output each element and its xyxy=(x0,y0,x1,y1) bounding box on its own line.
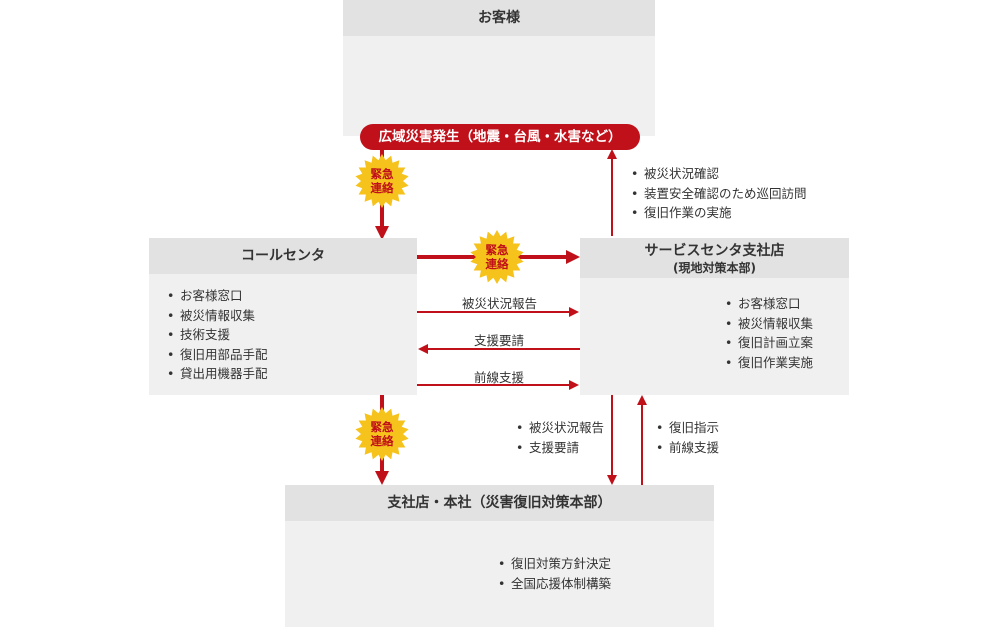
emergency-badge-bottom-text: 緊急 連絡 xyxy=(359,420,405,448)
service-center-task-item: 被災情報収集 xyxy=(725,314,813,334)
headquarters-task-item: 復旧対策方針決定 xyxy=(498,554,611,574)
call-center-task-item: 復旧用部品手配 xyxy=(167,345,268,365)
headquarters-task-item: 全国応援体制構築 xyxy=(498,574,611,594)
flow-label-item: 装置安全確認のため巡回訪問 xyxy=(631,184,807,204)
flow-label-frontline-support: 前線支援 xyxy=(474,370,525,385)
service-center-task-item: 復旧計画立案 xyxy=(725,333,813,353)
badge-line-2: 連絡 xyxy=(370,181,394,195)
call-center-task-item: お客様窓口 xyxy=(167,286,268,306)
emergency-badge-top-icon xyxy=(355,154,409,208)
disaster-banner: 広域災害発生（地震・台風・水害など） xyxy=(360,124,640,150)
call-center-task-item: 被災情報収集 xyxy=(167,306,268,326)
flow-label-support-request: 支援要請 xyxy=(474,333,525,348)
service-center-box: サービスセンタ支社店 (現地対策本部) xyxy=(580,238,849,395)
badge-line-1: 緊急 xyxy=(485,243,509,257)
badge-line-2: 連絡 xyxy=(370,434,394,448)
emergency-badge-bottom-icon xyxy=(355,407,409,461)
badge-line-1: 緊急 xyxy=(370,420,394,434)
flow-label-item: 復旧作業の実施 xyxy=(631,203,807,223)
call-center-task-item: 技術支援 xyxy=(167,325,268,345)
customer-box: お客様 xyxy=(343,0,655,136)
call-center-title: コールセンタ xyxy=(149,238,417,274)
flow-label-item: 支援要請 xyxy=(516,438,604,458)
service-center-header: サービスセンタ支社店 (現地対策本部) xyxy=(580,238,849,278)
flow-label-item: 被災状況報告 xyxy=(516,418,604,438)
flow-label-item: 復旧指示 xyxy=(656,418,719,438)
headquarters-title: 支社店・本社（災害復旧対策本部） xyxy=(285,485,714,521)
call-center-task-list: お客様窓口被災情報収集技術支援復旧用部品手配貸出用機器手配 xyxy=(167,286,268,384)
service-center-subtitle: (現地対策本部) xyxy=(673,261,756,275)
flow-label-item: 前線支援 xyxy=(656,438,719,458)
flow-label-damage-report: 被災状況報告 xyxy=(462,296,538,311)
badge-line-1: 緊急 xyxy=(370,167,394,181)
emergency-badge-top-text: 緊急 連絡 xyxy=(359,167,405,195)
customer-title: お客様 xyxy=(343,0,655,36)
emergency-badge-mid-icon xyxy=(470,230,524,284)
badge-line-2: 連絡 xyxy=(485,257,509,271)
hq-to-service-labels: 復旧指示前線支援 xyxy=(656,418,719,457)
emergency-badge-mid-text: 緊急 連絡 xyxy=(474,243,520,271)
service-center-title: サービスセンタ支社店 xyxy=(644,243,785,259)
service-center-task-item: お客様窓口 xyxy=(725,294,813,314)
headquarters-box: 支社店・本社（災害復旧対策本部） xyxy=(285,485,714,627)
service-center-task-item: 復旧作業実施 xyxy=(725,353,813,373)
flow-label-item: 被災状況確認 xyxy=(631,164,807,184)
service-center-task-list: お客様窓口被災情報収集復旧計画立案復旧作業実施 xyxy=(725,294,813,372)
headquarters-task-list: 復旧対策方針決定全国応援体制構築 xyxy=(498,554,611,593)
service-to-customer-labels: 被災状況確認装置安全確認のため巡回訪問復旧作業の実施 xyxy=(631,164,807,223)
call-center-task-item: 貸出用機器手配 xyxy=(167,364,268,384)
